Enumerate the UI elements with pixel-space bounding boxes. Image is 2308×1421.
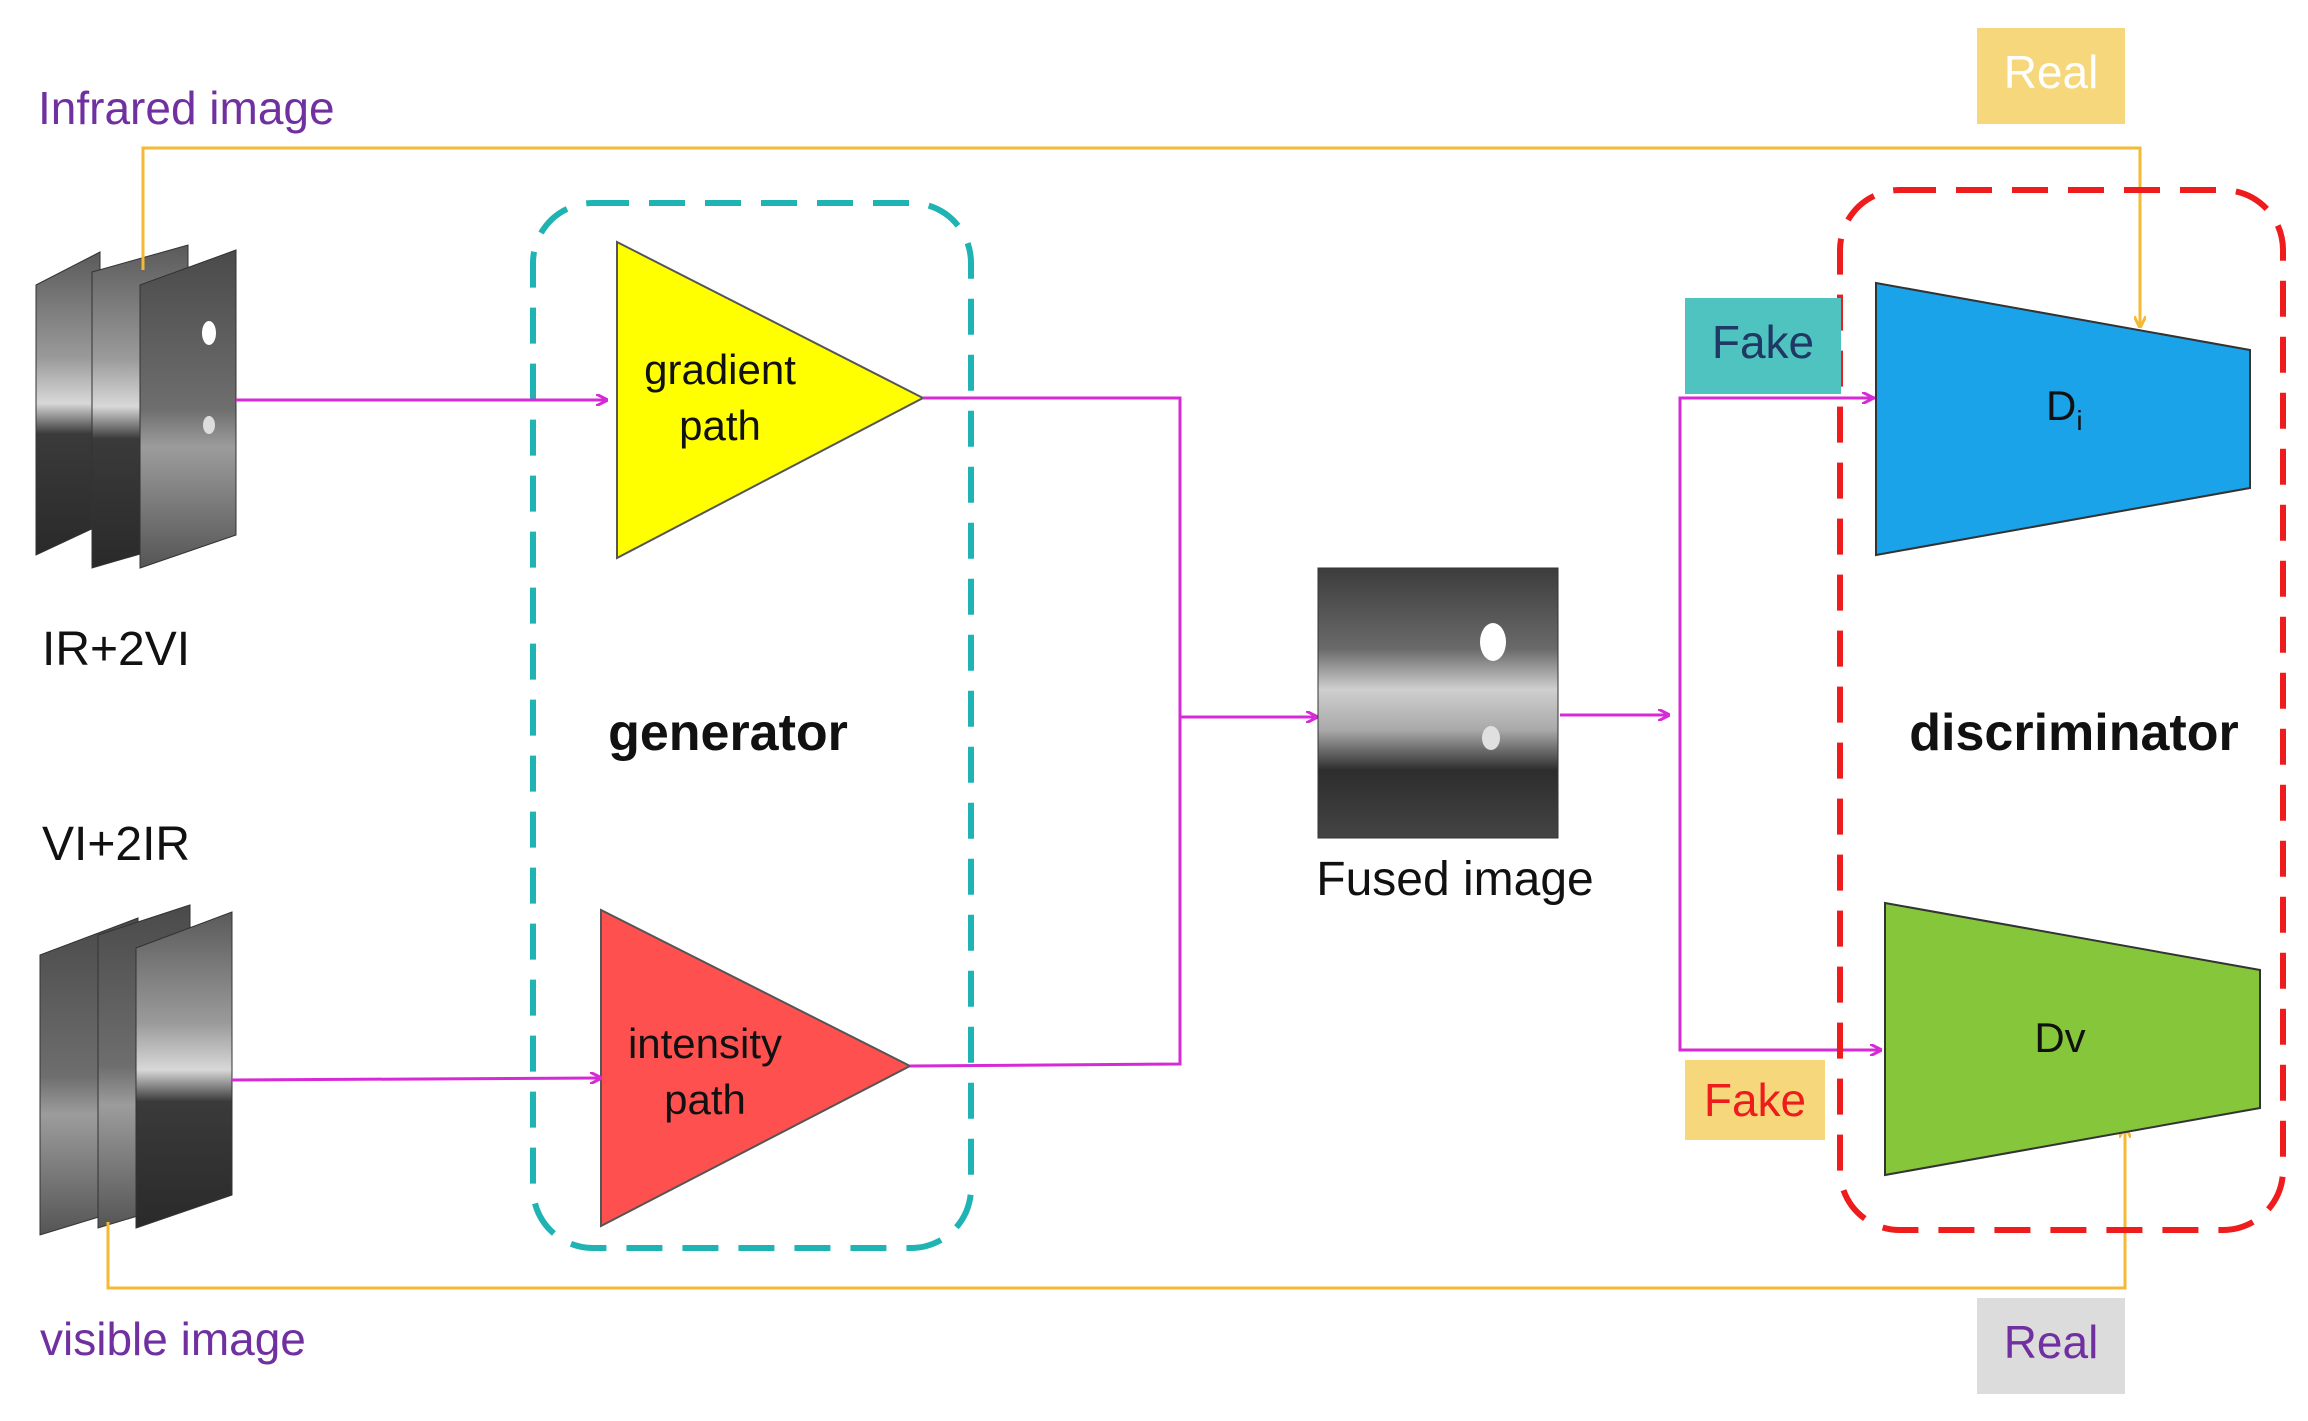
- fused-image: [1317, 567, 1559, 839]
- infrared-image-label: Infrared image: [38, 82, 335, 134]
- di-label-subscript: i: [2076, 405, 2082, 436]
- intensity-path-label-line1: intensity: [628, 1020, 782, 1067]
- di-label-base: D: [2046, 382, 2076, 429]
- intensity-path-label-line2: path: [664, 1076, 746, 1123]
- discriminator-box: [1837, 187, 2286, 1233]
- real-badge-top: Real: [1977, 28, 2125, 124]
- di-label: Di: [2046, 382, 2083, 436]
- gradient-path-label-line2: path: [679, 402, 761, 449]
- dv-label: Dv: [2034, 1014, 2085, 1061]
- real-badge-top-label: Real: [2004, 46, 2099, 98]
- fake-badge-bottom: Fake: [1685, 1060, 1825, 1140]
- real-visible-route: [106, 1128, 2125, 1290]
- di-shape: [1875, 281, 2251, 557]
- ir-2vi-label: IR+2VI: [42, 623, 190, 676]
- intensity-path-shape: [600, 908, 913, 1228]
- discriminator-label: discriminator: [1909, 704, 2238, 762]
- real-badge-bottom-label: Real: [2004, 1316, 2099, 1368]
- fake-badge-top-label: Fake: [1712, 316, 1814, 368]
- flow-arrows: [231, 398, 1880, 1080]
- real-infrared-route: [141, 146, 2140, 326]
- generator-label: generator: [608, 704, 848, 762]
- fake-badge-top: Fake: [1685, 298, 1841, 394]
- generator-box: [530, 200, 974, 1251]
- dv-shape: [1884, 901, 2261, 1177]
- real-badge-bottom: Real: [1977, 1298, 2125, 1394]
- gradient-path-label-line1: gradient: [644, 346, 796, 393]
- fake-badge-bottom-label: Fake: [1704, 1074, 1806, 1126]
- input-stack-vi-2ir: [39, 904, 233, 1236]
- gradient-path-shape: [616, 240, 926, 560]
- vi-2ir-label: VI+2IR: [42, 818, 190, 871]
- visible-image-label: visible image: [40, 1313, 306, 1365]
- input-stack-ir-2vi: [35, 244, 237, 569]
- fused-image-label: Fused image: [1316, 853, 1593, 906]
